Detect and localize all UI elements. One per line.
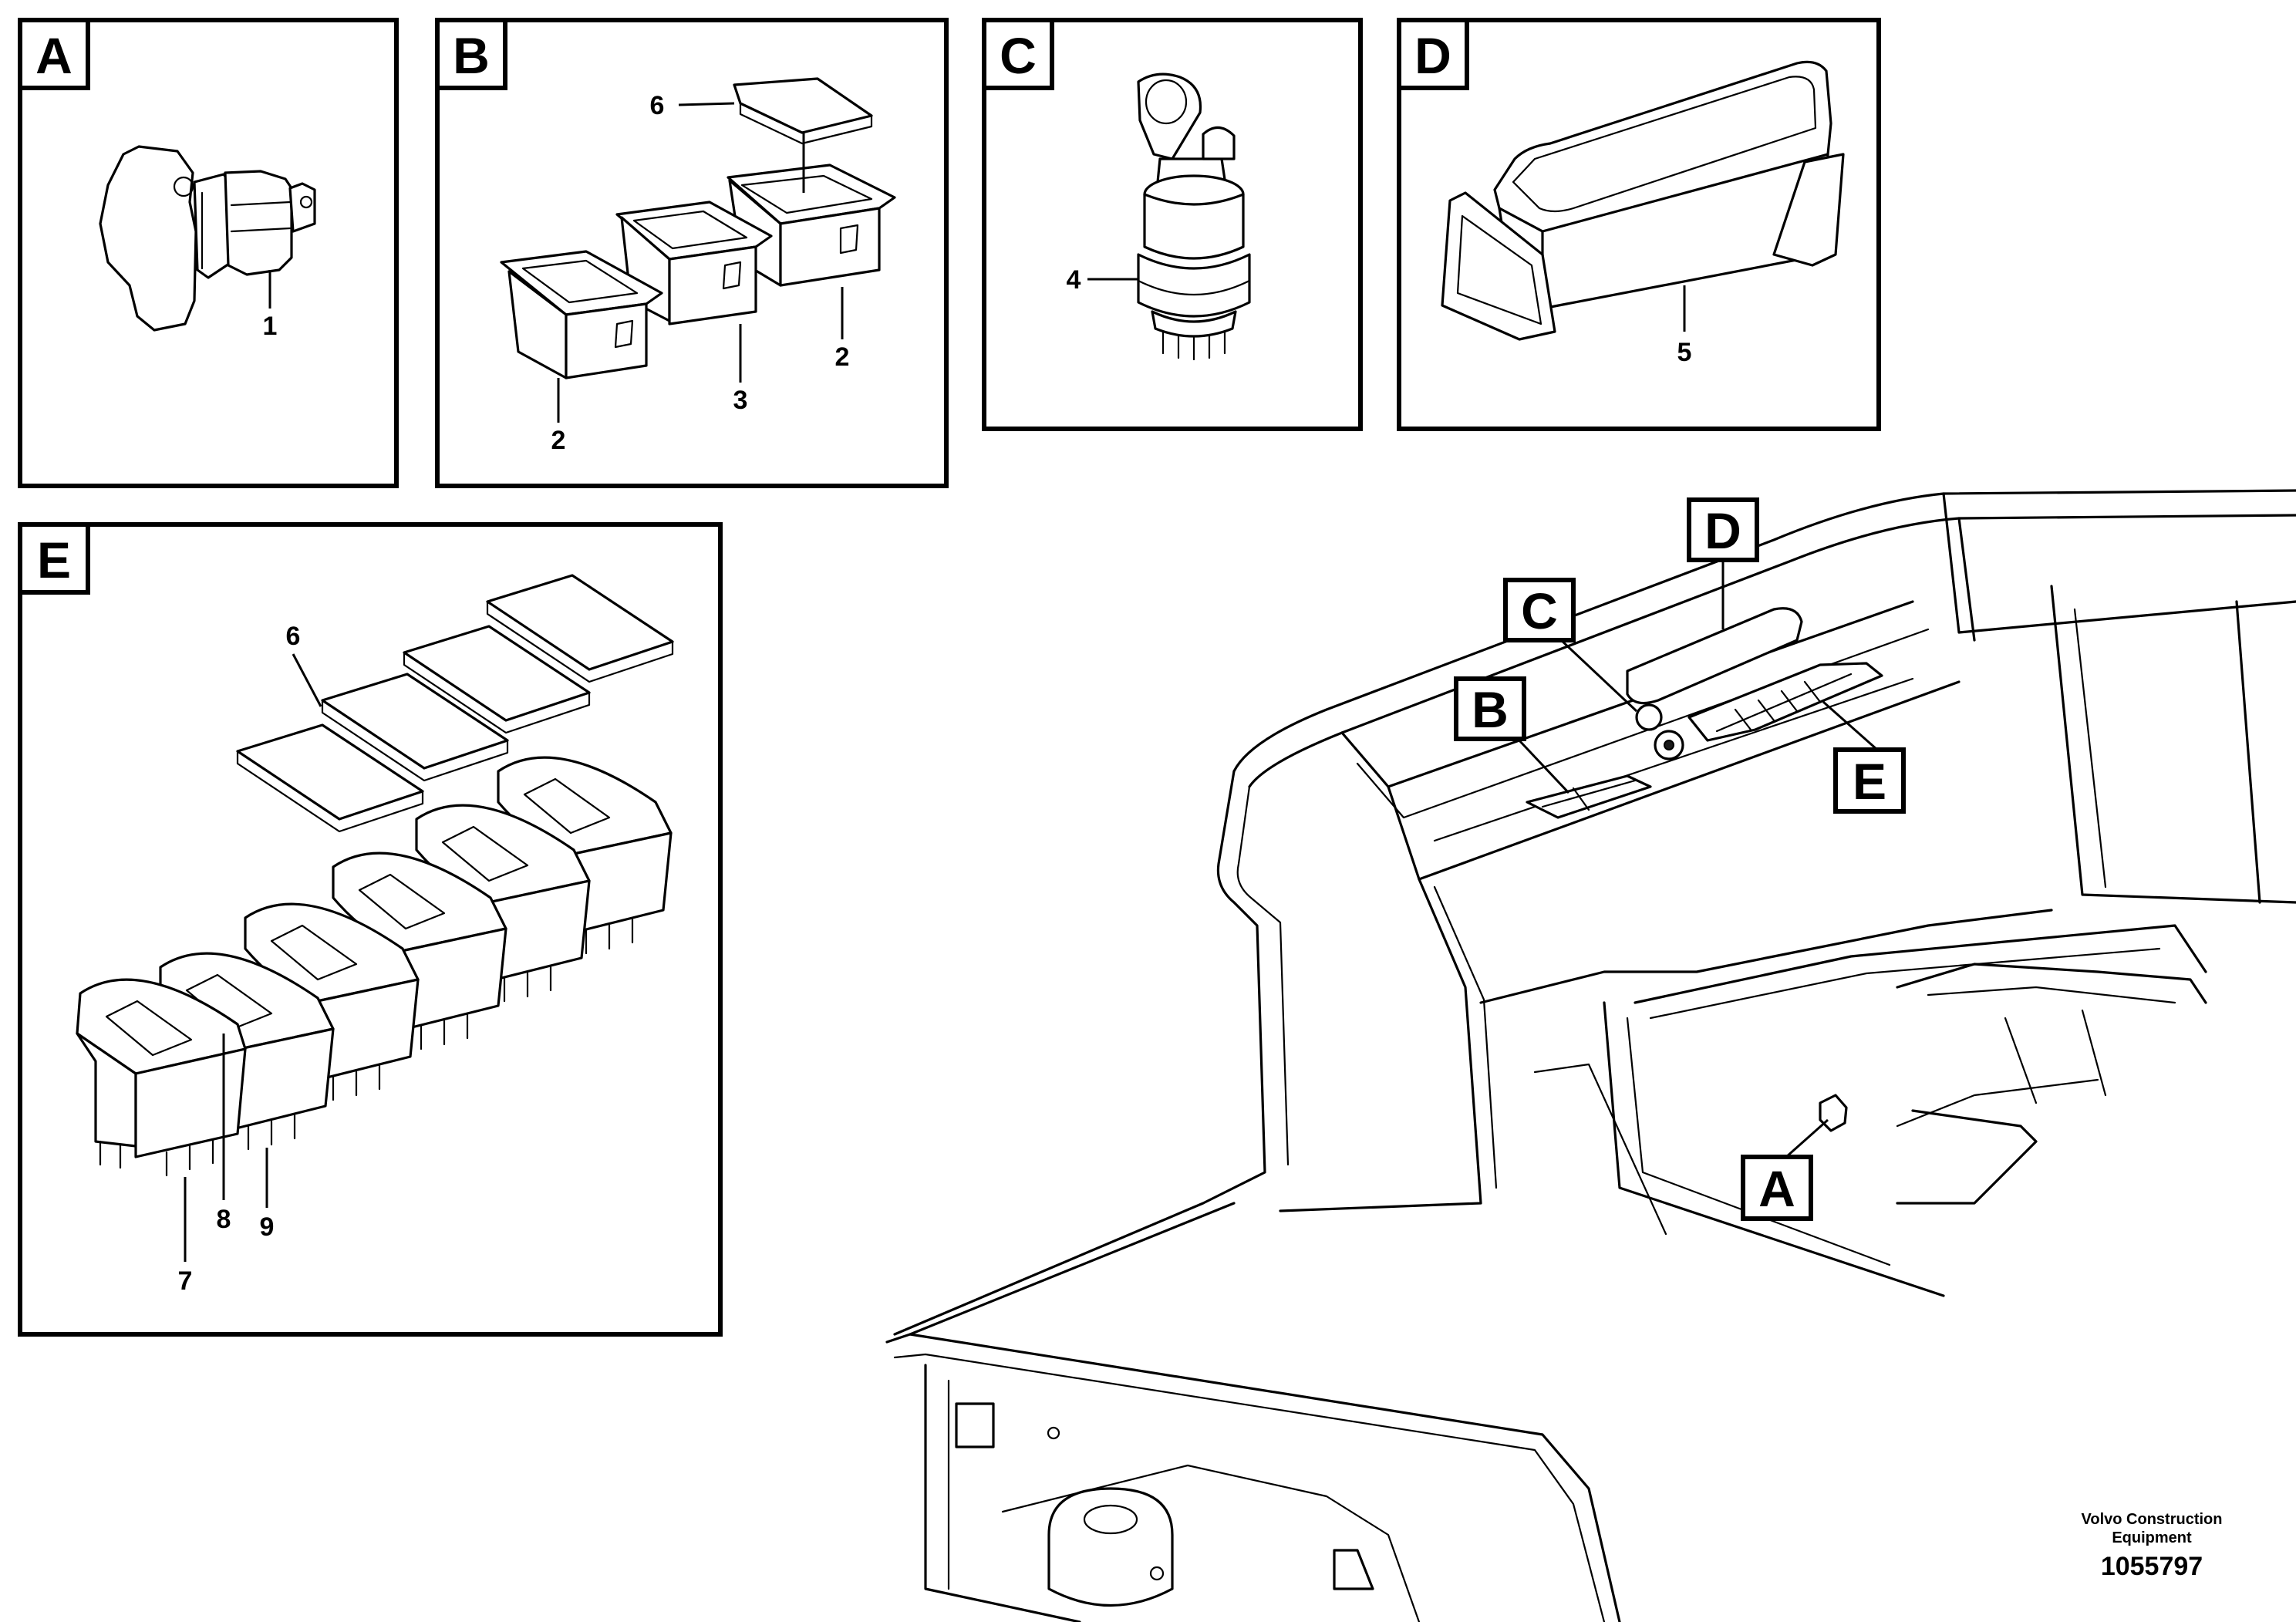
item-label: 6 (286, 622, 301, 651)
callout-c-letter: C (1521, 582, 1558, 639)
item-label: 6 (650, 91, 665, 120)
drawing-number: 1055797 (2101, 1552, 2203, 1581)
panel-a-letter: A (35, 27, 72, 84)
item-label: 5 (1677, 338, 1692, 367)
callout-e-letter: E (1853, 753, 1886, 810)
panel-c: C 4 (982, 18, 1363, 431)
item-label: 9 (260, 1212, 275, 1242)
callout-b: B (1454, 676, 1526, 741)
callout-b-letter: B (1472, 681, 1509, 738)
ignition-switch-illustration (1137, 73, 1251, 361)
item-label: 4 (1067, 265, 1081, 295)
cab-interior-overview (885, 489, 2296, 1622)
panel-d: D 5 (1397, 18, 1881, 431)
callout-c: C (1503, 578, 1576, 642)
item-label: 7 (178, 1266, 193, 1296)
item-label: 1 (263, 312, 278, 341)
switch-boxes-illustration (500, 77, 896, 379)
panel-e-letter: E (37, 531, 71, 588)
item-label: 3 (733, 386, 748, 415)
callout-a: A (1741, 1155, 1813, 1221)
callout-a-letter: A (1758, 1160, 1795, 1217)
company-line-2: Equipment (2112, 1529, 2192, 1546)
company-line-1: Volvo Construction (2082, 1511, 2223, 1528)
panel-d-letter: D (1414, 27, 1451, 84)
callout-e: E (1833, 747, 1906, 814)
item-label: 2 (835, 342, 850, 372)
callout-d-letter: D (1704, 502, 1741, 559)
rocker-switches-illustration (76, 574, 674, 1177)
socket-illustration (99, 145, 316, 332)
panel-a: A 1 (18, 18, 399, 488)
rocker-switch (76, 978, 247, 1177)
callout-d: D (1687, 497, 1759, 562)
panel-b-letter: B (453, 27, 490, 84)
panel-c-letter: C (1000, 27, 1037, 84)
item-label: 2 (551, 426, 566, 455)
panel-e: E (18, 522, 723, 1337)
storage-tray-illustration (1441, 60, 1845, 341)
item-label: 8 (217, 1205, 231, 1234)
drawing-footer: Volvo Construction Equipment 1055797 (2082, 1511, 2223, 1581)
panel-b: B 6 2 3 (435, 18, 949, 488)
rocker-switch (244, 902, 420, 1101)
